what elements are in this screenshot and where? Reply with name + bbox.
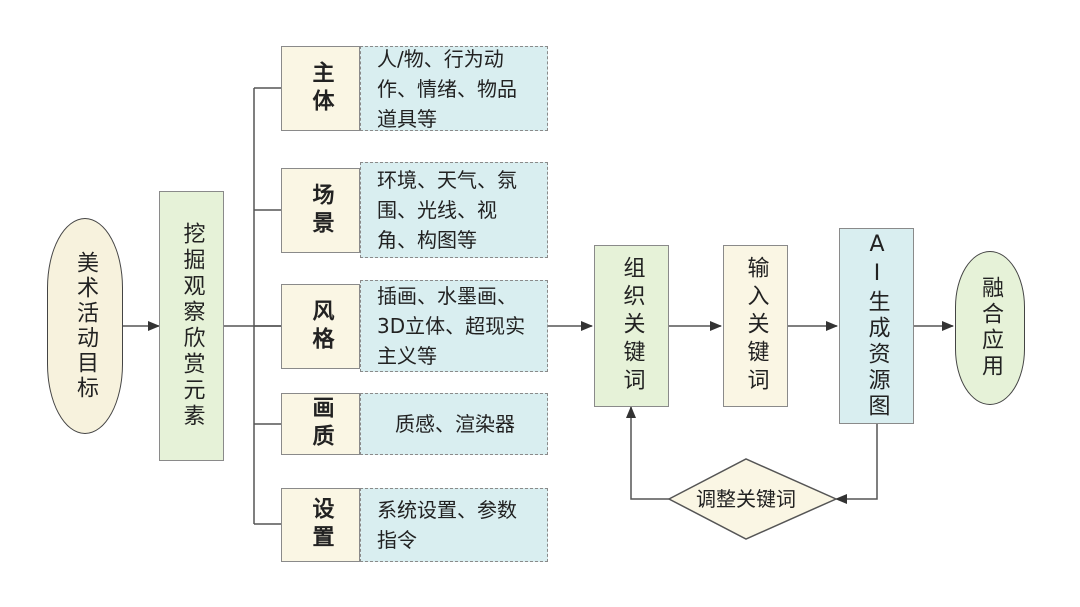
category-quality-label: 画质: [308, 396, 334, 452]
mining-node: 挖掘观察欣赏元素: [159, 191, 224, 461]
desc-subject: 人/物、行为动作、情绪、物品道具等: [360, 46, 548, 131]
organize-label: 组织关键词: [619, 256, 645, 396]
desc-style: 插画、水墨画、3D立体、超现实主义等: [360, 280, 548, 372]
desc-settings: 系统设置、参数指令: [360, 488, 548, 562]
merge-node: 融合应用: [955, 251, 1025, 405]
arrow-ai-to-adjust: [835, 424, 878, 504]
start-node: 美术活动目标: [47, 218, 123, 434]
arrow-adjust-to-organize: [626, 406, 669, 500]
ai-generate-label: AI生成资源图: [864, 232, 890, 420]
ai-generate-node: AI生成资源图: [839, 228, 914, 424]
merge-label: 融合应用: [978, 276, 1003, 380]
input-label: 输入关键词: [743, 256, 769, 396]
category-style-label: 风格: [308, 298, 334, 355]
mining-label: 挖掘观察欣赏元素: [179, 222, 205, 430]
desc-quality-text: 质感、渲染器: [395, 412, 515, 436]
desc-scene: 环境、天气、氛围、光线、视角、构图等: [360, 162, 548, 258]
category-quality: 画质: [281, 393, 360, 455]
category-scene-label: 场景: [308, 182, 334, 239]
input-node: 输入关键词: [723, 245, 788, 407]
adjust-label: 调整关键词: [696, 487, 796, 511]
category-settings-label: 设置: [308, 497, 334, 553]
category-style: 风格: [281, 284, 360, 369]
category-subject-label: 主体: [308, 60, 334, 117]
desc-subject-text: 人/物、行为动作、情绪、物品道具等: [377, 46, 517, 131]
adjust-diamond: [667, 458, 838, 540]
category-subject: 主体: [281, 46, 360, 131]
desc-scene-text: 环境、天气、氛围、光线、视角、构图等: [377, 168, 517, 252]
organize-node: 组织关键词: [594, 245, 669, 407]
category-settings: 设置: [281, 488, 360, 562]
desc-settings-text: 系统设置、参数指令: [377, 498, 517, 552]
start-label: 美术活动目标: [73, 251, 98, 401]
category-scene: 场景: [281, 168, 360, 253]
desc-style-text: 插画、水墨画、3D立体、超现实主义等: [377, 284, 526, 368]
desc-quality: 质感、渲染器: [360, 393, 548, 455]
